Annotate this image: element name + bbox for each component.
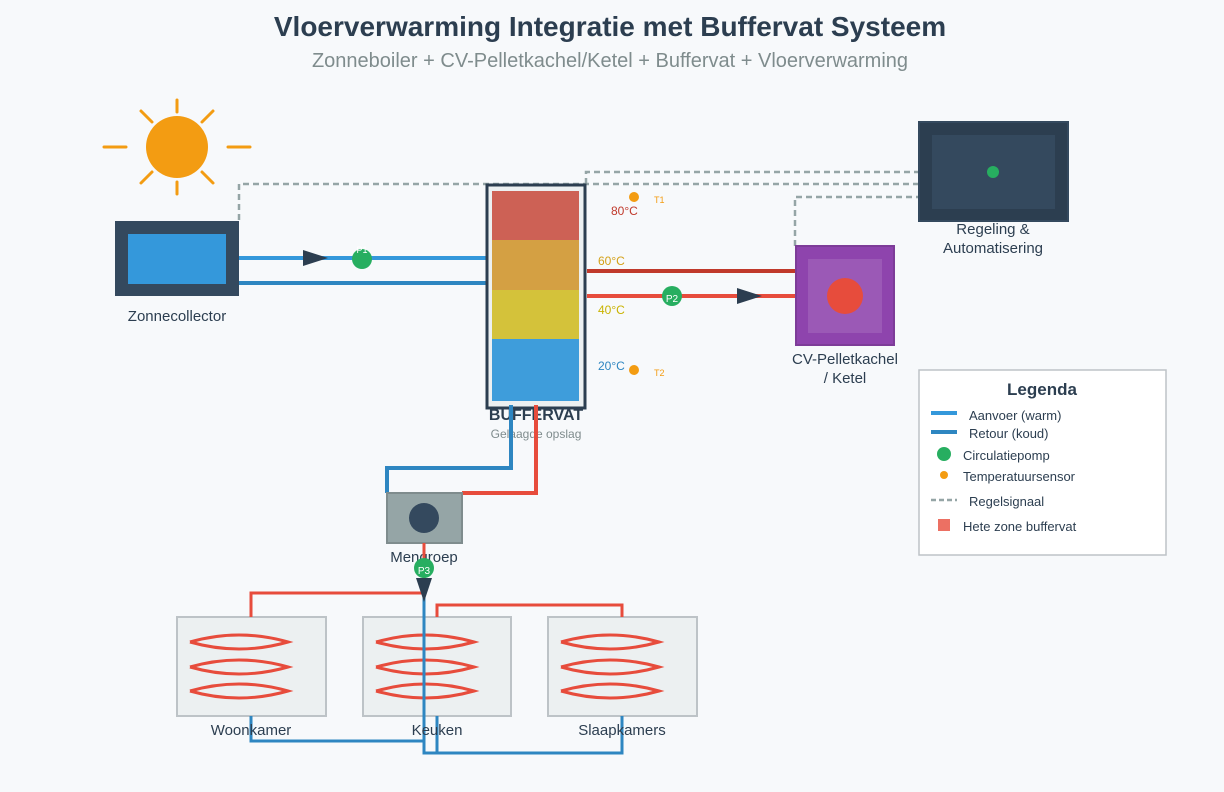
pump-p3[interactable]: P3 [414,558,434,578]
heating-coil-icon [375,633,480,700]
legend-item-return: Retour (koud) [969,426,1048,441]
flow-arrow-down-icon [416,578,432,602]
sun-icon [102,98,252,196]
floor-loop-woonkamer[interactable] [176,616,327,717]
boiler-label-line1: CV-Pelletkachel [792,351,898,368]
boiler-label-line2: / Ketel [824,370,867,387]
collector-label: Zonnecollector [128,308,226,325]
legend-title: Legenda [1007,380,1077,399]
temp-80: 80°C [611,204,638,218]
page-title: Vloerverwarming Integratie met Buffervat… [274,11,946,42]
legend-item-hot-zone: Hete zone buffervat [963,519,1077,534]
legend-pump-icon [937,447,951,461]
room-label-keuken: Keuken [412,722,463,739]
pump-p1[interactable]: P1 [352,245,372,269]
heating-coil-icon [189,633,294,700]
legend-item-signal: Regelsignaal [969,494,1044,509]
pump-p3-label: P3 [418,566,431,577]
floor-loop-slaapkamers[interactable] [547,616,698,717]
pump-p2-label: P2 [666,294,679,305]
sensor-t2: T2 [629,365,665,378]
distribution-return-pipes [249,593,624,755]
sensor-t2-label: T2 [654,368,665,378]
mixer-return-pipe [385,405,513,493]
flame-icon [827,278,863,314]
buffer-tank[interactable] [485,183,587,410]
legend: Legenda Aanvoer (warm) Retour (koud) Cir… [918,369,1167,556]
control-unit[interactable] [918,121,1069,222]
buffer-zone-warm [492,240,579,290]
buffer-zone-mild [492,290,579,340]
flow-arrow-icon [303,250,328,266]
floor-loop-keuken[interactable] [362,616,512,717]
control-label-line1: Regeling & [956,221,1029,238]
flow-arrow-icon [737,288,762,304]
legend-item-pump: Circulatiepomp [963,448,1050,463]
room-label-woonkamer: Woonkamer [211,722,292,739]
temp-40: 40°C [598,303,625,317]
control-label-line2: Automatisering [943,240,1043,257]
sensor-icon [629,192,639,202]
pellet-boiler[interactable] [795,245,895,346]
mixing-group[interactable] [386,492,463,544]
mixer-supply-pipe [462,405,538,495]
buffer-zone-cold [492,339,579,401]
status-led-icon [987,166,999,178]
sensor-t1: T1 [629,192,665,205]
control-signal-lines [237,170,920,246]
legend-box [918,369,1167,556]
heating-coil-icon [560,633,665,700]
temp-60: 60°C [598,254,625,268]
legend-sensor-icon [940,471,948,479]
legend-item-sensor: Temperatuursensor [963,469,1076,484]
sensor-icon [629,365,639,375]
valve-icon [409,503,439,533]
pump-p2[interactable]: P2 [662,286,682,306]
room-label-slaapkamers: Slaapkamers [578,722,666,739]
legend-swatch-hot-zone [938,519,950,531]
page-subtitle: Zonneboiler + CV-Pelletkachel/Ketel + Bu… [312,50,908,72]
solar-collector[interactable] [115,221,239,296]
pump-p1-label: P1 [356,245,367,255]
buffer-zone-hot [492,191,579,241]
legend-item-supply: Aanvoer (warm) [969,408,1061,423]
sensor-t1-label: T1 [654,195,665,205]
temp-20: 20°C [598,359,625,373]
